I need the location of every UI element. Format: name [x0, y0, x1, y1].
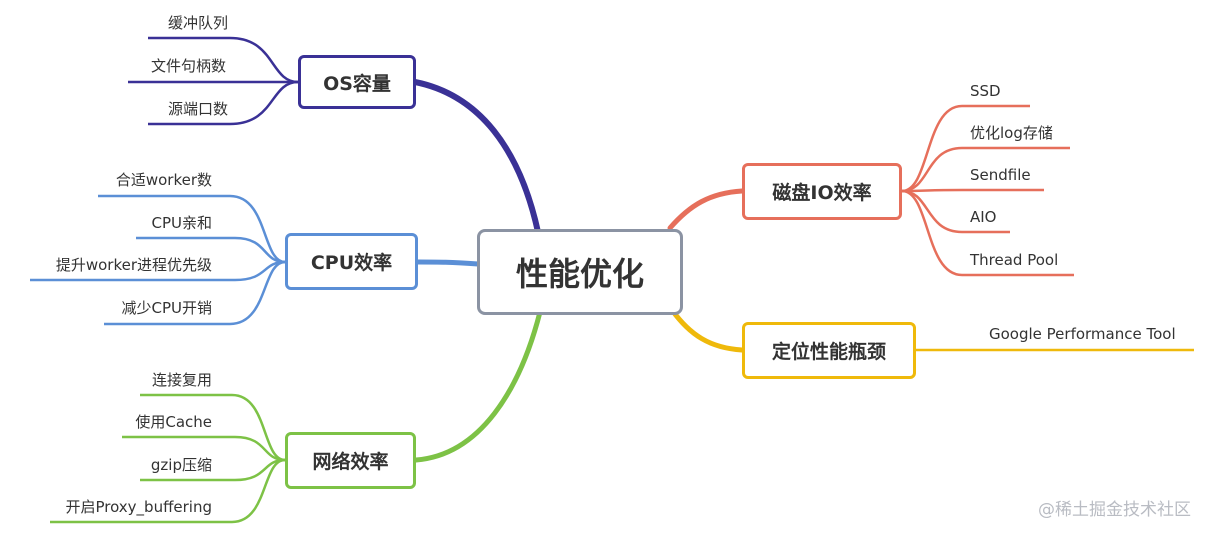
center-node[interactable]: 性能优化	[477, 229, 683, 315]
leaf-file-handles[interactable]: 文件句柄数	[150, 57, 226, 75]
edges-os	[128, 36, 299, 126]
edge-center-cpu	[415, 259, 481, 267]
edge-center-locate	[669, 307, 745, 353]
leaf-thread-pool[interactable]: Thread Pool	[970, 251, 1059, 269]
branch-os-capacity[interactable]: OS容量	[298, 55, 416, 109]
branch-disk-io-efficiency[interactable]: 磁盘IO效率	[742, 163, 902, 220]
leaf-aio[interactable]: AIO	[970, 208, 997, 226]
leaf-worker-count[interactable]: 合适worker数	[115, 171, 212, 189]
watermark: @稀土掘金技术社区	[1038, 500, 1191, 520]
branch-locate-bottleneck[interactable]: 定位性能瓶颈	[742, 322, 916, 379]
leaf-proxy-buffering[interactable]: 开启Proxy_buffering	[65, 498, 212, 516]
leaf-worker-priority[interactable]: 提升worker进程优先级	[55, 256, 212, 274]
branch-network-efficiency[interactable]: 网络效率	[285, 432, 416, 489]
leaf-use-cache[interactable]: 使用Cache	[135, 413, 212, 431]
edge-center-disk	[667, 188, 745, 231]
leaf-ssd[interactable]: SSD	[970, 82, 1001, 100]
edges-disk	[901, 104, 1074, 277]
leaf-connection-reuse[interactable]: 连接复用	[151, 371, 212, 389]
edge-center-os	[412, 79, 541, 235]
leaf-cpu-affinity[interactable]: CPU亲和	[151, 214, 213, 232]
leaf-buffer-queue[interactable]: 缓冲队列	[167, 14, 228, 32]
leaf-sendfile[interactable]: Sendfile	[970, 166, 1031, 184]
edge-center-net	[413, 309, 543, 463]
leaf-optimize-log[interactable]: 优化log存储	[970, 124, 1053, 142]
leaf-google-performance-tool[interactable]: Google Performance Tool	[989, 325, 1176, 343]
edges-net	[50, 393, 286, 524]
branch-cpu-efficiency[interactable]: CPU效率	[285, 233, 418, 290]
leaf-source-ports[interactable]: 源端口数	[167, 100, 228, 118]
edges-cpu	[30, 194, 286, 326]
leaf-gzip[interactable]: gzip压缩	[150, 456, 212, 474]
leaf-reduce-cpu-overhead[interactable]: 减少CPU开销	[121, 299, 213, 317]
